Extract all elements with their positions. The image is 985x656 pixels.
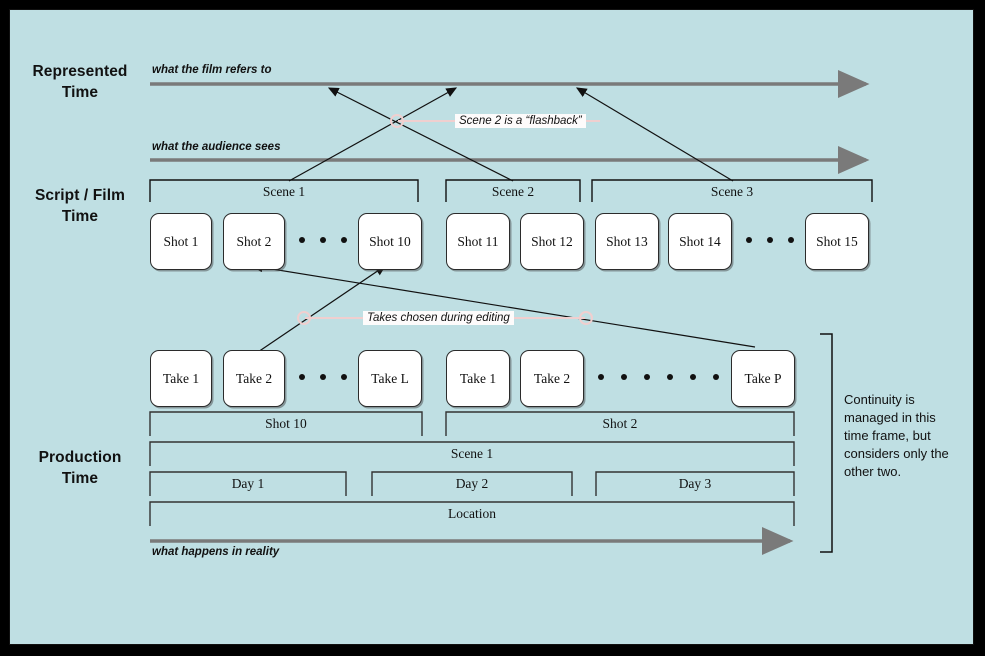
shot-box-13[interactable]: Shot 13	[595, 213, 659, 270]
flashback-callout: Scene 2 is a “flashback”	[455, 114, 586, 128]
take-box-1[interactable]: Take 1	[150, 350, 212, 407]
prod-label-location: Location	[448, 506, 496, 521]
take-ellipsis-dot	[320, 374, 326, 380]
prod-bracket-day1	[149, 471, 347, 496]
take-box-2[interactable]: Take 2	[223, 350, 285, 407]
shot-box-11[interactable]: Shot 11	[446, 213, 510, 270]
take-box-2b[interactable]: Take 2	[520, 350, 584, 407]
mapping-scene1-to-represented	[288, 87, 458, 182]
take-ellipsis-dot	[644, 374, 650, 380]
shot-ellipsis-dot	[299, 237, 305, 243]
prod-bracket-day2	[371, 471, 573, 496]
shot-box-1[interactable]: Shot 1	[150, 213, 212, 270]
takes-callout-anchor-left	[297, 311, 311, 325]
prod-label-day1: Day 1	[231, 476, 265, 491]
flashback-callout-anchor	[390, 114, 404, 128]
prod-bracket-shot2	[445, 411, 795, 436]
shot-ellipsis-dot	[788, 237, 794, 243]
scene-label-1: Scene 1	[262, 184, 306, 199]
prod-label-day2: Day 2	[455, 476, 489, 491]
prod-bracket-day3	[595, 471, 795, 496]
prod-label-scene1: Scene 1	[450, 446, 494, 461]
mapping-scene2-flashback	[327, 87, 514, 182]
take-ellipsis-dot	[690, 374, 696, 380]
shot-ellipsis-dot	[341, 237, 347, 243]
take-box-L[interactable]: Take L	[358, 350, 422, 407]
shot-box-10[interactable]: Shot 10	[358, 213, 422, 270]
scene-bracket-3	[591, 179, 873, 202]
mapping-take2-to-shot10	[257, 265, 386, 353]
take-box-1b[interactable]: Take 1	[446, 350, 510, 407]
prod-bracket-shot10	[149, 411, 423, 436]
axis-caption-production-time: what happens in reality	[152, 546, 280, 558]
continuity-note-bracket	[820, 333, 833, 553]
shot-box-2[interactable]: Shot 2	[223, 213, 285, 270]
take-ellipsis-dot	[713, 374, 719, 380]
prod-bracket-scene1	[149, 441, 795, 466]
take-ellipsis-dot	[621, 374, 627, 380]
scene-label-3: Scene 3	[710, 184, 754, 199]
shot-ellipsis-dot	[746, 237, 752, 243]
take-ellipsis-dot	[299, 374, 305, 380]
take-ellipsis-dot	[341, 374, 347, 380]
take-ellipsis-dot	[667, 374, 673, 380]
takes-callout-anchor-right	[579, 311, 593, 325]
scene-bracket-2	[445, 179, 581, 202]
axis-caption-represented-time: what the film refers to	[152, 64, 272, 76]
prod-label-shot10: Shot 10	[265, 416, 307, 431]
prod-label-day3: Day 3	[678, 476, 712, 491]
axis-caption-film-time: what the audience sees	[152, 141, 281, 153]
mapping-scene3-to-represented	[575, 87, 734, 182]
shot-ellipsis-dot	[767, 237, 773, 243]
shot-ellipsis-dot	[320, 237, 326, 243]
mapping-takeP-to-shot2	[251, 262, 756, 348]
take-box-P[interactable]: Take P	[731, 350, 795, 407]
scene-label-2: Scene 2	[491, 184, 535, 199]
scene-bracket-1	[149, 179, 419, 202]
shot-box-14[interactable]: Shot 14	[668, 213, 732, 270]
prod-bracket-location	[149, 501, 795, 526]
prod-label-shot2: Shot 2	[602, 416, 638, 431]
take-ellipsis-dot	[598, 374, 604, 380]
takes-callout: Takes chosen during editing	[363, 311, 514, 325]
shot-box-15[interactable]: Shot 15	[805, 213, 869, 270]
continuity-note: Continuity is managed in this time frame…	[844, 392, 949, 479]
shot-box-12[interactable]: Shot 12	[520, 213, 584, 270]
